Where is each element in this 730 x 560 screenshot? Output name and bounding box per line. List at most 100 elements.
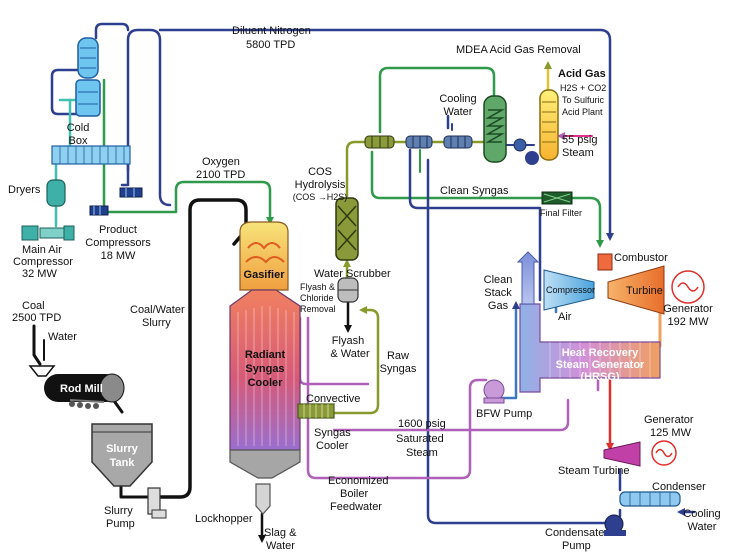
coldbox-left-loop [50, 68, 80, 116]
slag-label: Slag & [264, 527, 297, 539]
clean-stack-label: Clean [484, 274, 513, 286]
main-air-compressor-label-3: 32 MW [22, 268, 57, 280]
condenser-label: Condenser [652, 481, 706, 493]
cooling-water-label: Cooling [439, 93, 476, 105]
diluent-nitrogen-label: Diluent Nitrogen [232, 25, 311, 37]
dryers-label: Dryers [8, 184, 41, 196]
slurry-pump-label-2: Pump [106, 518, 135, 530]
saturated-steam-label: 1600 psig [398, 418, 446, 430]
steam-turbine [603, 441, 641, 467]
product-compressors-label: Product [99, 224, 137, 236]
hrsg-label-3: (HRSG) [580, 371, 619, 383]
mdea-label: MDEA Acid Gas Removal [456, 44, 581, 56]
gasifier-label: Gasifier [244, 269, 286, 281]
rod-mill [44, 373, 125, 409]
cooling-water-bottom-label: Cooling [683, 508, 720, 520]
gt-turbine [607, 265, 665, 315]
water-scrubber-label: Water Scrubber [314, 268, 391, 280]
gt-compressor [543, 269, 595, 311]
gasifier-vessel [239, 221, 289, 291]
slurry-tank-label: Slurry [106, 443, 139, 455]
product-compressor-nitrogen [119, 187, 143, 198]
generator-192-label-2: 192 MW [668, 316, 710, 328]
economized-feedwater-label: Economized [328, 475, 389, 487]
flyash-water-label: Flyash [332, 335, 364, 347]
acid-gas-dest-label-3: Acid Plant [562, 107, 603, 117]
main-air-compressor-label-2: Compressor [13, 256, 73, 268]
steam-turbine-label: Steam Turbine [558, 465, 630, 477]
power-block: Heat Recovery Steam Generator (HRSG) Cle… [476, 251, 721, 552]
hrsg [519, 303, 661, 393]
product-compressors-label-3: 18 MW [101, 250, 136, 262]
economized-feedwater-label-2: Boiler [340, 488, 368, 500]
flyash-removal-label-2: Chloride [300, 293, 334, 303]
oxygen-line [102, 78, 274, 225]
diluent-nitrogen-line [126, 28, 610, 238]
coal-label: Coal [22, 300, 45, 312]
cold-box-label-2: Box [69, 135, 88, 147]
slurry-prep: Coal 2500 TPD Water Rod Mill Coal/Water … [12, 300, 185, 530]
economized-feedwater-label-3: Feedwater [330, 501, 382, 513]
condensate-pump-label-2: Pump [562, 540, 591, 552]
slurry-tank-label-2: Tank [110, 457, 136, 469]
final-filter-label: Final Filter [540, 208, 582, 218]
coal-rate: 2500 TPD [12, 312, 61, 324]
clean-stack-label-2: Stack [484, 287, 512, 299]
water-label: Water [48, 331, 77, 343]
oxygen-label: Oxygen [202, 156, 240, 168]
clean-stack-label-3: Gas [488, 300, 509, 312]
cos-label-2: Hydrolysis [295, 179, 346, 191]
slag-label-2: Water [266, 540, 295, 552]
combustor-label: Combustor [614, 252, 668, 264]
coal-slurry-label: Coal/Water [130, 304, 185, 316]
exchanger-2 [405, 135, 433, 149]
raw-syngas-label-2: Syngas [380, 363, 417, 375]
syngas-exchangers [364, 135, 473, 149]
slurry-tank [91, 423, 153, 487]
saturated-steam-label-3: Steam [406, 447, 438, 459]
condensate-loop [408, 148, 607, 525]
acid-gas-label: Acid Gas [558, 68, 606, 80]
cold-box-exchanger [51, 145, 131, 165]
mdea-absorber [483, 95, 507, 163]
clean-stack [516, 251, 540, 305]
clean-syngas-label: Clean Syngas [440, 185, 509, 197]
product-compressor-oxygen [89, 205, 109, 216]
clean-syngas-line [370, 150, 604, 248]
condensate-pump-label: Condensate [545, 527, 604, 539]
cold-box-label: Cold [67, 122, 90, 134]
convective-label: Convective [306, 393, 360, 405]
flyash-removal-label-3: Removal [300, 304, 336, 314]
air-label: Air [558, 311, 572, 323]
generator-125-label-2: 125 MW [650, 427, 692, 439]
cooling-water-bottom-label-2: Water [688, 521, 717, 533]
cleanup-units: COS Hydrolysis (COS →H2S) Water Scrubber… [293, 166, 417, 375]
coal-slurry-label-2: Slurry [142, 317, 171, 329]
air-separation-unit: Cold Box Dryers Main Air Compressor 32 M… [8, 37, 151, 280]
cos-hydrolysis-reactor [335, 197, 359, 261]
clean-syngas-loop-top [378, 66, 496, 134]
mdea-pump-small [513, 138, 527, 152]
rod-mill-label: Rod Mill [60, 383, 103, 395]
hrsg-label-2: Steam Generator [556, 359, 645, 371]
bfw-pump [483, 379, 505, 401]
diluent-nitrogen-rate: 5800 TPD [246, 39, 295, 51]
main-air-compressor [21, 225, 75, 241]
cos-label-3: (COS →H2S) [293, 192, 348, 202]
saturated-steam-label-2: Saturated [396, 433, 444, 445]
coal-in-line [32, 324, 42, 366]
bfw-pump-line [500, 301, 520, 400]
cos-to-exchangers [345, 140, 367, 198]
radiant-cooler-bottom [229, 449, 301, 479]
lockhopper [255, 483, 271, 515]
flyash-water-label-2: & Water [330, 348, 370, 360]
bfw-pump-label: BFW Pump [476, 408, 532, 420]
slurry-pump-label: Slurry [104, 505, 133, 517]
gasifier-train: Gasifier Radiant Syngas Cooler Lockhoppe… [195, 221, 360, 552]
flyash-removal-label: Flyash & [300, 282, 335, 292]
generator-125-sine-icon [655, 448, 673, 458]
acid-gas-dest-label: H2S + CO2 [560, 83, 606, 93]
cooling-water-label-2: Water [444, 106, 473, 118]
generator-125-label: Generator [644, 414, 694, 426]
acid-gas-stripper [539, 89, 559, 161]
